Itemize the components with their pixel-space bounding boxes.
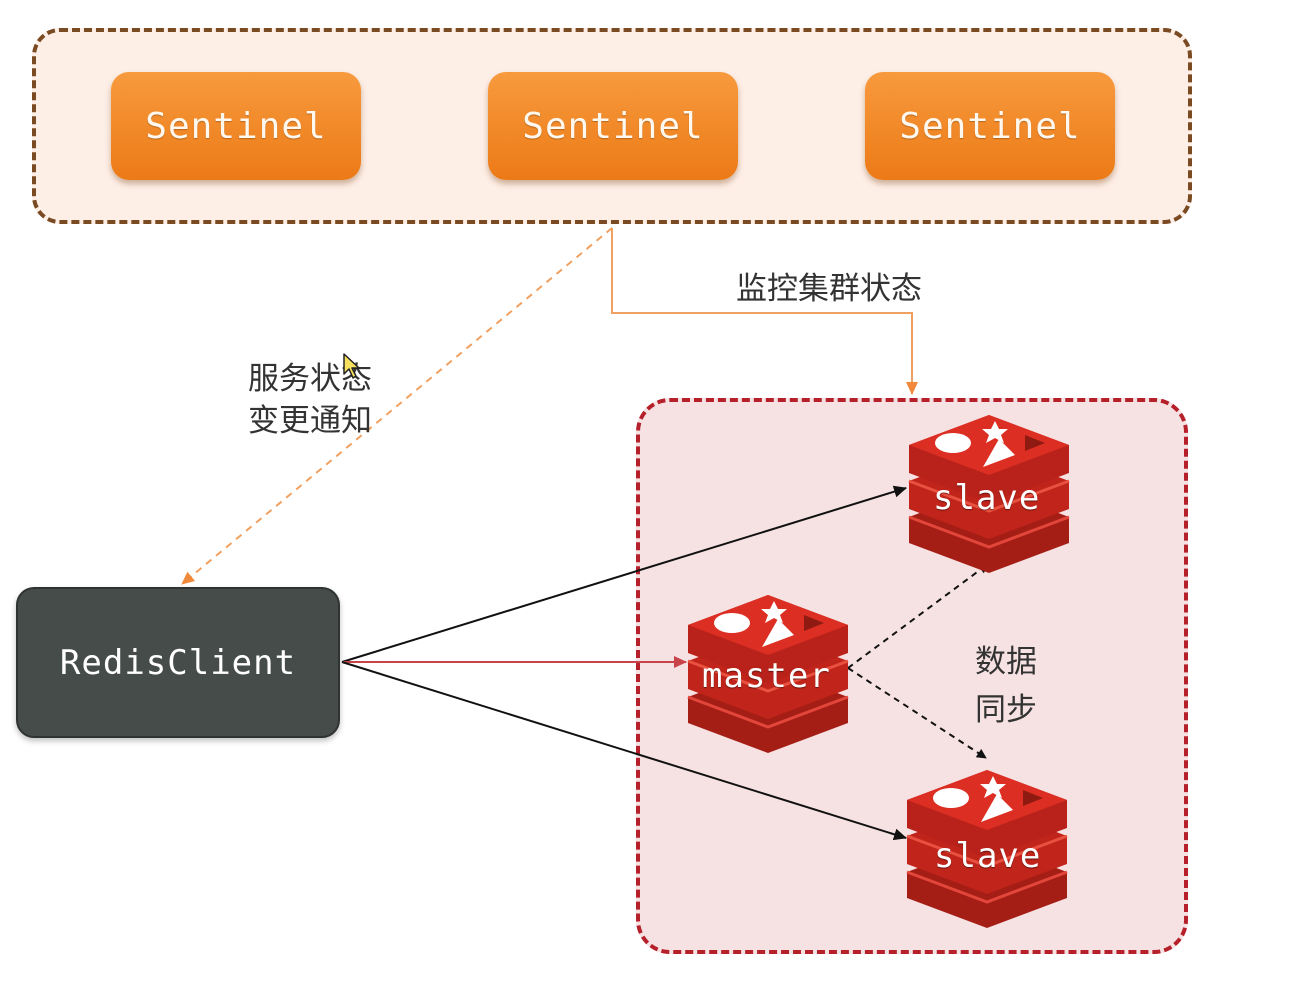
sentinel-node-2: Sentinel: [488, 72, 738, 180]
notify-connector: [181, 227, 613, 585]
client-to-slave-top-line: [341, 485, 907, 663]
slave-bottom-label: slave: [934, 836, 1042, 876]
client-to-slave-bottom-line: [341, 661, 907, 841]
master-label: master: [702, 656, 831, 696]
slave-top-label: slave: [933, 478, 1041, 518]
cursor-icon: [343, 353, 360, 379]
sentinel-node-1: Sentinel: [111, 72, 361, 180]
monitor-connector: [611, 228, 918, 395]
monitor-label: 监控集群状态: [736, 271, 922, 307]
sync-to-slave-top-line: [847, 563, 989, 669]
sync-label-line2: 同步: [975, 692, 1037, 728]
sync-label-line1: 数据: [975, 644, 1037, 680]
sentinel-node-3: Sentinel: [865, 72, 1115, 180]
notify-label-line2: 变更通知: [248, 403, 372, 439]
redis-client-node: RedisClient: [16, 587, 340, 738]
sync-to-slave-bottom-line: [847, 667, 987, 759]
